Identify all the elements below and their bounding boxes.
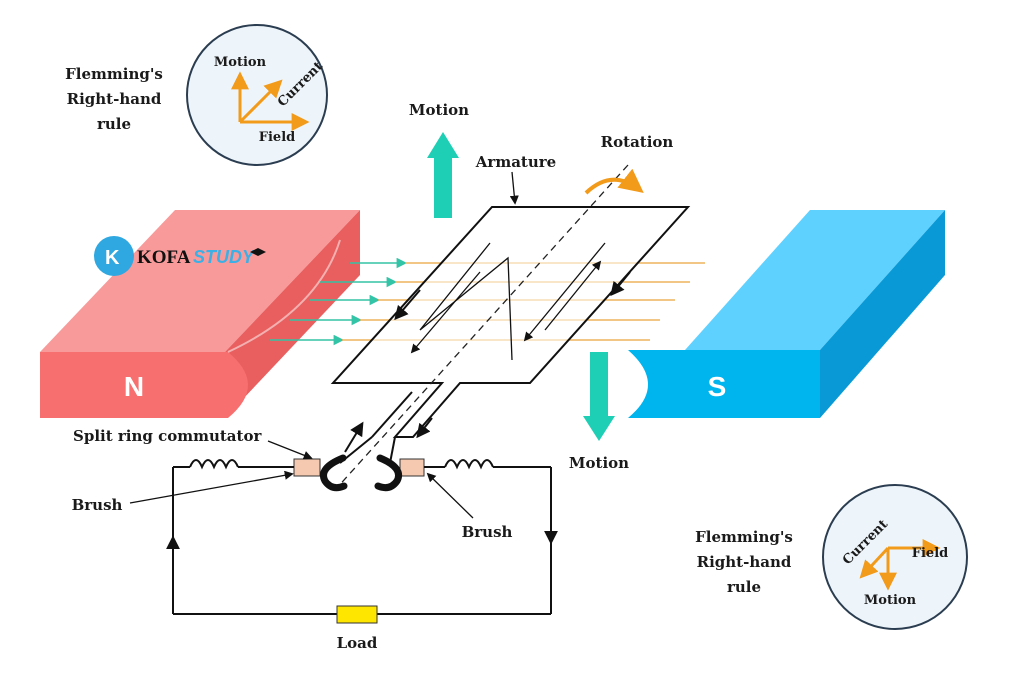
south-magnet: S xyxy=(628,210,945,418)
rule-top-motion: Motion xyxy=(214,55,267,70)
rule-bottom-title-1: Flemming's xyxy=(695,528,793,546)
right-hand-rule-top: Flemming's Right-hand rule Motion Field … xyxy=(65,24,328,166)
svg-text:K: K xyxy=(105,247,120,269)
rotation-arrow xyxy=(584,168,644,195)
brush-left xyxy=(293,458,321,477)
commutator-half-left xyxy=(320,454,348,492)
graduation-cap-icon xyxy=(250,248,266,256)
current-arrow xyxy=(394,289,421,321)
rule-top-title-1: Flemming's xyxy=(65,65,163,83)
motion-label-bottom: Motion xyxy=(569,454,629,472)
logo-text-first: KOFA xyxy=(137,247,191,268)
motion-label-top: Motion xyxy=(409,101,469,119)
inductor-left xyxy=(189,459,239,470)
inductor-right xyxy=(444,459,494,470)
armature-label: Armature xyxy=(475,153,556,171)
pole-n-label: N xyxy=(124,371,144,402)
rule-bottom-field: Field xyxy=(912,546,948,561)
brush-right xyxy=(399,458,425,477)
rule-top-title-2: Right-hand xyxy=(67,90,162,108)
external-circuit xyxy=(166,459,558,624)
brush-left-label: Brush xyxy=(72,496,123,514)
current-arrow xyxy=(344,421,364,453)
current-arrow xyxy=(610,271,631,297)
rotation-label: Rotation xyxy=(601,133,674,151)
rule-top-field: Field xyxy=(259,130,295,145)
kofastudy-logo: K KOFA STUDY xyxy=(94,236,266,276)
rule-bottom-title-2: Right-hand xyxy=(697,553,792,571)
logo-badge-icon xyxy=(94,236,134,276)
rotation-axis xyxy=(334,164,629,491)
load-resistor xyxy=(336,605,378,624)
rule-bottom-title-3: rule xyxy=(727,578,761,596)
armature-coil xyxy=(330,206,691,464)
north-magnet: N xyxy=(40,210,360,418)
brush-right-label: Brush xyxy=(462,523,513,541)
commutator-half-right xyxy=(374,454,403,492)
load-label: Load xyxy=(337,634,378,652)
current-arrow xyxy=(416,417,433,439)
pole-s-label: S xyxy=(708,371,727,402)
rule-bottom-motion: Motion xyxy=(864,593,917,608)
right-hand-rule-bottom: Flemming's Right-hand rule Motion Field … xyxy=(695,484,968,630)
motion-arrow-up xyxy=(427,132,459,218)
logo-text-second: STUDY xyxy=(193,247,256,267)
rule-top-title-3: rule xyxy=(97,115,131,133)
motion-arrow-down xyxy=(583,352,615,441)
split-ring-label: Split ring commutator xyxy=(73,427,262,445)
